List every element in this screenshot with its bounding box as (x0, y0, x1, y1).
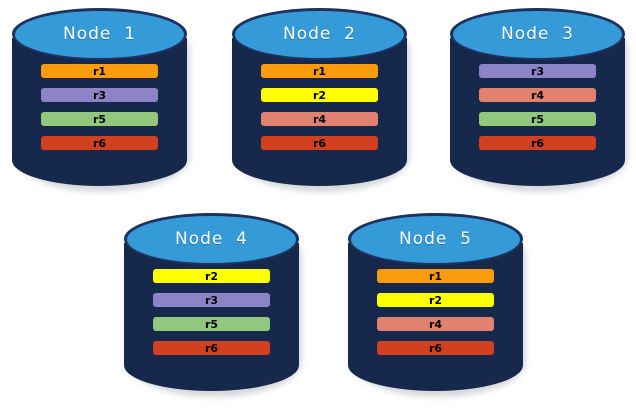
replica-stack: r1 r2 r4 r6 (348, 269, 523, 355)
replica-bar[interactable]: r4 (261, 112, 378, 126)
node-cylinder-top (15, 11, 184, 58)
replica-bar[interactable]: r3 (479, 64, 596, 78)
node-cylinder-top (235, 11, 404, 58)
node-cylinder-top (127, 216, 296, 263)
replica-bar[interactable]: r6 (479, 136, 596, 150)
node-cylinder-top (351, 216, 520, 263)
replica-stack: r2 r3 r5 r6 (124, 269, 299, 355)
database-node[interactable]: Node 1 r1 r3 r5 r6 (12, 8, 193, 194)
replica-bar[interactable]: r1 (41, 64, 158, 78)
node-label: Node 1 (63, 24, 136, 44)
replica-bar[interactable]: r2 (153, 269, 270, 283)
replica-bar[interactable]: r5 (41, 112, 158, 126)
replica-bar[interactable]: r6 (377, 341, 494, 355)
database-node[interactable]: Node 3 r3 r4 r5 r6 (450, 8, 631, 194)
node-label: Node 4 (175, 229, 248, 249)
node-label: Node 5 (399, 229, 472, 249)
replica-stack: r1 r2 r4 r6 (232, 64, 407, 150)
replica-bar[interactable]: r5 (479, 112, 596, 126)
database-node[interactable]: Node 5 r1 r2 r4 r6 (348, 213, 529, 399)
replica-bar[interactable]: r2 (377, 293, 494, 307)
node-label: Node 2 (283, 24, 356, 44)
replica-bar[interactable]: r6 (153, 341, 270, 355)
node-label: Node 3 (501, 24, 574, 44)
replica-bar[interactable]: r4 (479, 88, 596, 102)
replica-bar[interactable]: r5 (153, 317, 270, 331)
replica-bar[interactable]: r6 (41, 136, 158, 150)
replica-bar[interactable]: r3 (41, 88, 158, 102)
replica-stack: r3 r4 r5 r6 (450, 64, 625, 150)
replica-bar[interactable]: r6 (261, 136, 378, 150)
replica-stack: r1 r3 r5 r6 (12, 64, 187, 150)
node-cylinder-top (453, 11, 622, 58)
replica-bar[interactable]: r1 (377, 269, 494, 283)
replica-bar[interactable]: r1 (261, 64, 378, 78)
replica-bar[interactable]: r3 (153, 293, 270, 307)
replica-bar[interactable]: r4 (377, 317, 494, 331)
database-node[interactable]: Node 4 r2 r3 r5 r6 (124, 213, 305, 399)
database-node[interactable]: Node 2 r1 r2 r4 r6 (232, 8, 413, 194)
replica-bar[interactable]: r2 (261, 88, 378, 102)
